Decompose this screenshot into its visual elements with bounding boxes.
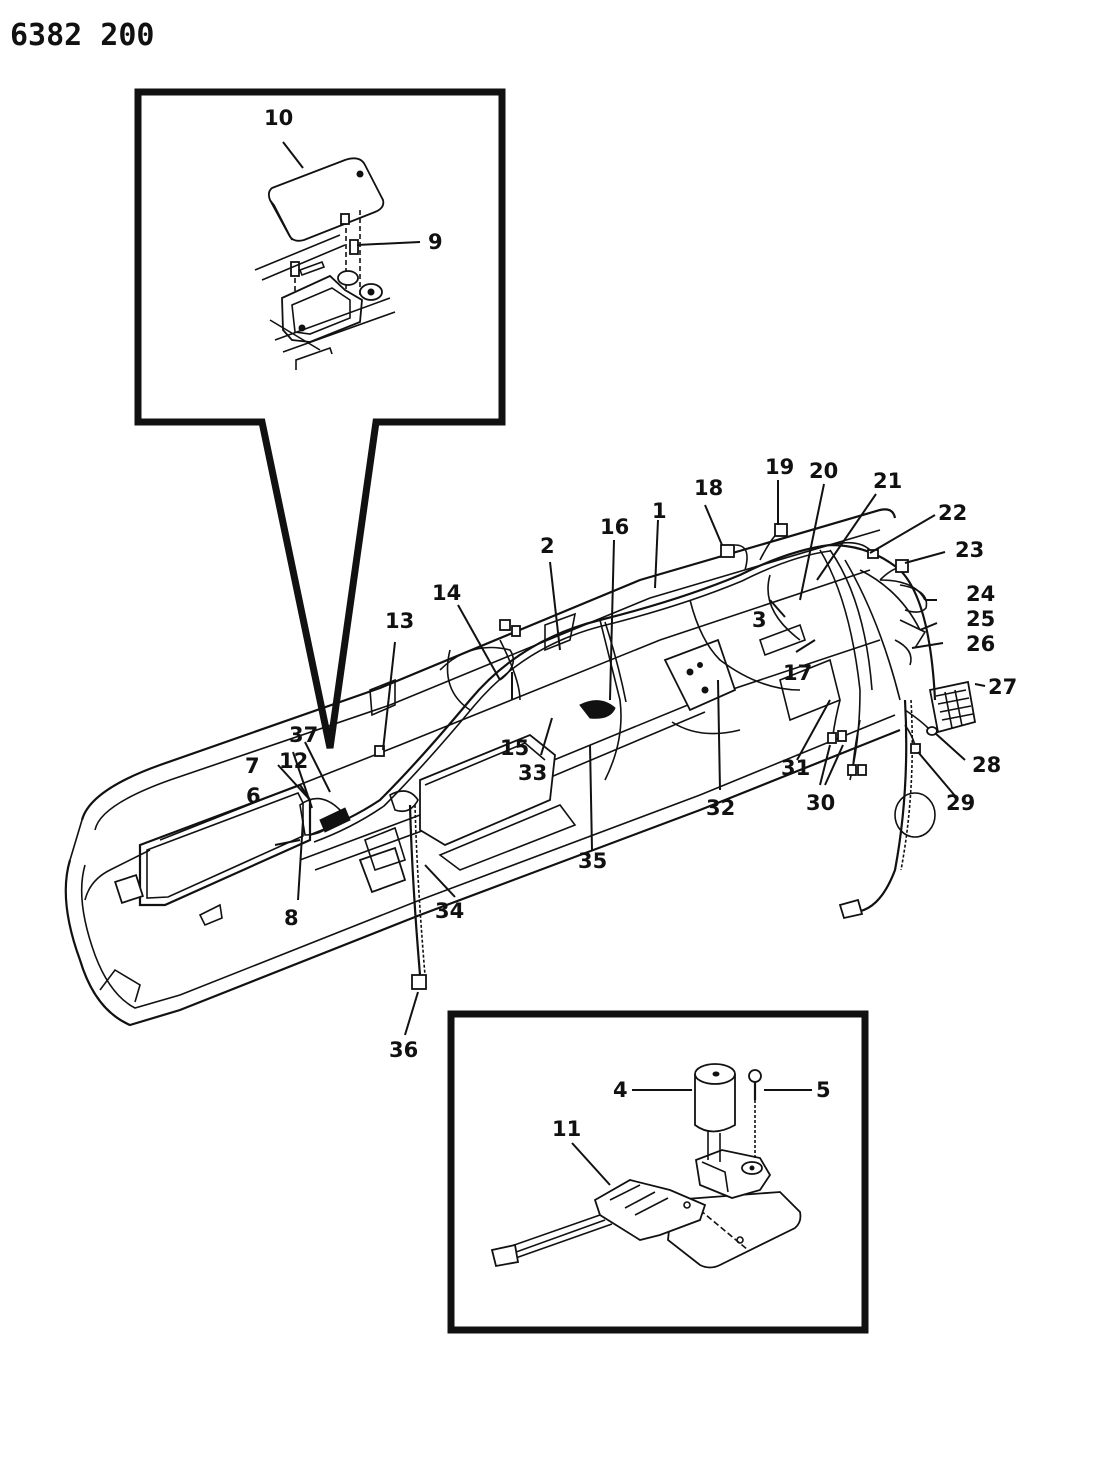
callout-28: 28 — [972, 753, 1001, 777]
callout-37: 37 — [289, 723, 318, 747]
callout-9: 9 — [428, 230, 443, 254]
connector-11 — [490, 1179, 707, 1268]
callout-3: 3 — [752, 608, 767, 632]
callout-6: 6 — [246, 784, 261, 808]
callout-17: 17 — [783, 661, 812, 685]
screw-icon — [290, 213, 359, 277]
connector-36 — [411, 974, 427, 990]
callout-16: 16 — [600, 515, 629, 539]
instrument-panel — [64, 508, 977, 1027]
callout-15: 15 — [500, 736, 529, 760]
screw-icon — [748, 1069, 762, 1160]
callout-22: 22 — [938, 501, 967, 525]
callout-11: 11 — [552, 1117, 581, 1141]
callout-5: 5 — [816, 1078, 831, 1102]
callout-23: 23 — [955, 538, 984, 562]
callout-2: 2 — [540, 534, 555, 558]
fuse-block — [928, 680, 977, 734]
callout-1: 1 — [652, 499, 667, 523]
module-cover — [267, 157, 385, 242]
bottom-inset-frame — [447, 1010, 869, 1334]
callout-29: 29 — [946, 791, 975, 815]
drawing-number: 6382 200 — [10, 18, 155, 53]
callout-20: 20 — [809, 459, 838, 483]
top-inset-frame — [134, 88, 506, 749]
callout-4: 4 — [613, 1078, 628, 1102]
callout-labels: 1 2 3 6 7 8 12 13 14 15 16 17 18 19 20 2… — [245, 455, 1017, 1062]
callout-7: 7 — [245, 754, 260, 778]
callout-31: 31 — [781, 756, 810, 780]
wiring-harness — [299, 523, 938, 990]
motor — [694, 1063, 772, 1199]
connector-18 — [720, 544, 735, 558]
callout-14: 14 — [432, 581, 461, 605]
callout-27: 27 — [988, 675, 1017, 699]
callout-33: 33 — [518, 761, 547, 785]
callout-26: 26 — [966, 632, 995, 656]
callout-21: 21 — [873, 469, 902, 493]
callout-25: 25 — [966, 607, 995, 631]
callout-18: 18 — [694, 476, 723, 500]
callout-12: 12 — [279, 749, 308, 773]
callout-24: 24 — [966, 582, 995, 606]
top-inset: 10 9 — [134, 88, 506, 749]
callout-8: 8 — [284, 906, 299, 930]
callout-10: 10 — [264, 106, 293, 130]
callout-13: 13 — [385, 609, 414, 633]
callout-leaders — [274, 480, 986, 1036]
bottom-inset: 4 5 11 — [447, 1010, 869, 1334]
callout-34: 34 — [435, 899, 464, 923]
module-base — [254, 234, 396, 370]
callout-35: 35 — [578, 849, 607, 873]
callout-32: 32 — [706, 796, 735, 820]
callout-30: 30 — [806, 791, 835, 815]
callout-19: 19 — [765, 455, 794, 479]
callout-36: 36 — [389, 1038, 418, 1062]
